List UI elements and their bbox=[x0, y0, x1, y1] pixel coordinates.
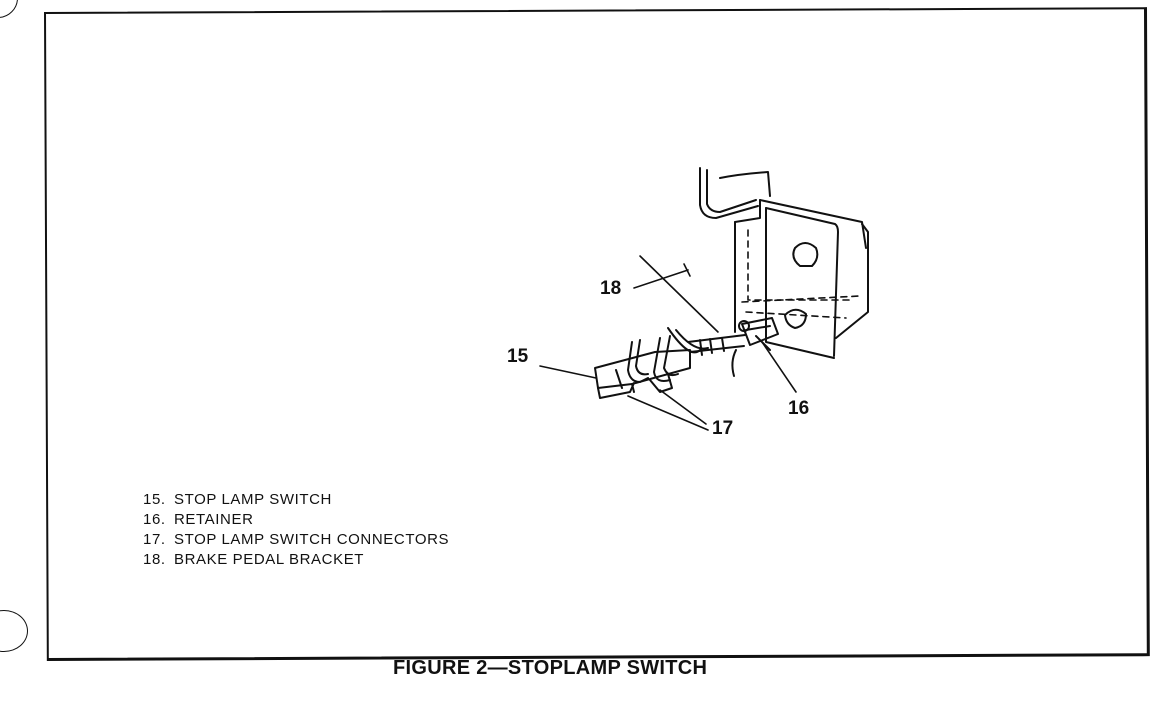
legend-number: 15. bbox=[143, 491, 166, 508]
legend-label: RETAINER bbox=[174, 511, 254, 528]
leader-18 bbox=[633, 269, 689, 289]
leader-18-tick bbox=[683, 263, 691, 277]
figure-caption: FIGURE 2—STOPLAMP SWITCH bbox=[393, 657, 708, 679]
callout-15: 15 bbox=[507, 346, 529, 367]
legend-number: 17. bbox=[143, 531, 166, 548]
leader-17b bbox=[659, 389, 707, 425]
callout-17: 17 bbox=[712, 418, 734, 439]
callout-16: 16 bbox=[788, 398, 810, 419]
parts-legend: 15. STOP LAMP SWITCH 16. RETAINER 17. STOP … bbox=[143, 490, 449, 570]
leader-18-line bbox=[639, 255, 719, 333]
connectors-and-wires bbox=[627, 327, 737, 393]
stop-lamp-switch bbox=[594, 349, 691, 399]
retainer bbox=[738, 317, 779, 351]
legend-number: 16. bbox=[143, 511, 166, 528]
legend-label: STOP LAMP SWITCH CONNECTORS bbox=[174, 531, 450, 548]
legend-label: STOP LAMP SWITCH bbox=[174, 491, 332, 508]
leader-lines bbox=[539, 255, 797, 431]
leader-17a bbox=[627, 395, 709, 431]
legend-item: 15. STOP LAMP SWITCH bbox=[143, 490, 449, 510]
callout-18: 18 bbox=[600, 278, 622, 299]
legend-item: 16. RETAINER bbox=[143, 510, 449, 530]
legend-item: 17. STOP LAMP SWITCH CONNECTORS bbox=[143, 530, 449, 550]
leader-16 bbox=[761, 341, 797, 393]
legend-item: 18. BRAKE PEDAL BRACKET bbox=[143, 550, 449, 570]
brake-pedal-bracket bbox=[699, 167, 869, 359]
leader-15 bbox=[539, 365, 597, 379]
legend-number: 18. bbox=[143, 551, 166, 568]
legend-label: BRAKE PEDAL BRACKET bbox=[174, 551, 365, 568]
